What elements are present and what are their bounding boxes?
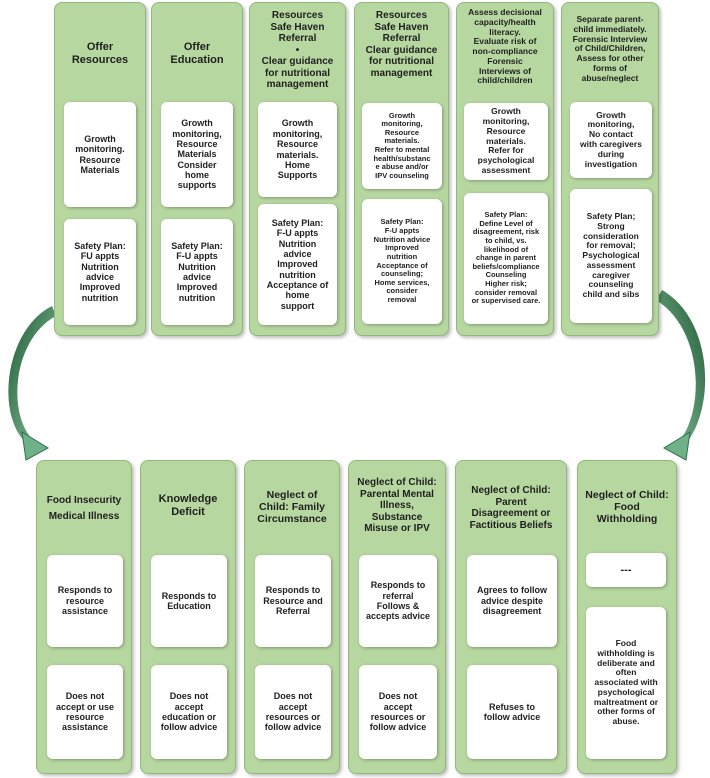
bottom-box: Refuses to follow advice <box>467 665 557 759</box>
top-box-text: Responds to Resource and Referral <box>263 585 323 617</box>
safety-plan-box: Safety Plan: Define Level of disagreemen… <box>464 193 548 324</box>
bottom-column-food-withholding: Neglect of Child: Food Withholding --- F… <box>577 460 677 774</box>
bottom-box: Does not accept resources or follow advi… <box>359 665 437 759</box>
safety-plan-box: Safety Plan: FU appts Nutrition advice I… <box>64 219 136 325</box>
bottom-column-parental-mental-illness: Neglect of Child: Parental Mental Illnes… <box>348 460 446 774</box>
bottom-box: Does not accept resources or follow advi… <box>255 665 331 759</box>
top-column-offer-resources: Offer Resources Growth monitoring. Resou… <box>54 2 146 336</box>
column-title: Offer Resources <box>71 41 129 66</box>
top-box-text: Responds to Education <box>161 590 217 611</box>
column-title: Food Insecurity Medical Illness <box>46 495 122 522</box>
bottom-box: Food withholding is deliberate and often… <box>586 607 666 759</box>
top-box: Responds to Resource and Referral <box>255 555 331 647</box>
top-box-text: Growth monitoring, Resource Materials Co… <box>172 118 222 191</box>
column-title: Neglect of Child: Food Withholding <box>585 489 669 526</box>
safety-plan-text: Safety Plan: F-U appts Nutrition advice … <box>266 217 329 311</box>
bottom-box-text: Food withholding is deliberate and often… <box>593 638 659 727</box>
column-title: Offer Education <box>170 41 224 66</box>
top-box: Agrees to follow advice despite disagree… <box>467 555 557 647</box>
bottom-column-food-insecurity: Food Insecurity Medical Illness Responds… <box>36 460 132 774</box>
bottom-box-text: Refuses to follow advice <box>483 701 541 722</box>
column-title: Assess decisional capacity/health litera… <box>468 7 542 86</box>
bottom-box-text: Does not accept resources or follow advi… <box>264 691 322 733</box>
column-title: Neglect of Child: Family Circumstance <box>257 489 327 526</box>
top-box-text: Growth monitoring, Resource materials. H… <box>272 118 323 181</box>
top-column-assess-capacity: Assess decisional capacity/health litera… <box>456 2 554 336</box>
top-box-text: Responds to referral Follows & accepts a… <box>365 580 431 622</box>
top-column-separate-parent: Separate parent- child immediately. Fore… <box>561 2 659 336</box>
top-box: Growth monitoring, Resource Materials Co… <box>161 102 233 207</box>
top-box-text: Growth monitoring. Resource Materials <box>75 133 125 175</box>
top-box: Responds to referral Follows & accepts a… <box>359 555 437 647</box>
top-box-text: Agrees to follow advice despite disagree… <box>476 585 547 617</box>
top-box-text: Growth monitoring, Resource materials. R… <box>373 110 431 180</box>
top-box-text: Growth monitoring, No contact with careg… <box>580 109 642 169</box>
safety-plan-box: Safety Plan: F-U appts Nutrition advice … <box>362 199 442 324</box>
safety-plan-text: Safety Plan: FU appts Nutrition advice I… <box>74 240 126 303</box>
column-title: Neglect of Child: Parental Mental Illnes… <box>357 477 437 534</box>
bottom-box-text: Does not accept resources or follow advi… <box>369 691 427 733</box>
safety-plan-box: Safety Plan; Strong consideration for re… <box>570 189 652 323</box>
top-column-safe-haven-2: Resources Safe Haven Referral Clear guid… <box>354 2 449 336</box>
bottom-box-text: Does not accept education or follow advi… <box>160 691 218 733</box>
top-box: Growth monitoring, Resource materials. H… <box>258 102 337 197</box>
right-curved-arrow <box>656 290 706 461</box>
column-title: Separate parent- child immediately. Fore… <box>572 14 648 83</box>
top-box: Growth monitoring. Resource Materials <box>64 102 136 207</box>
left-curved-arrow <box>8 306 56 461</box>
safety-plan-box: Safety Plan: F-U appts Nutrition advice … <box>258 204 337 325</box>
safety-plan-text: Safety Plan: F-U appts Nutrition advice … <box>373 217 431 304</box>
top-box: Responds to Education <box>151 555 227 647</box>
bottom-column-family-circumstance: Neglect of Child: Family Circumstance Re… <box>244 460 340 774</box>
top-box-text: Growth monitoring, Resource materials. R… <box>477 106 535 175</box>
top-box-text: --- <box>620 563 632 576</box>
top-box: Growth monitoring, Resource materials. R… <box>464 103 548 180</box>
top-box: Responds to resource assistance <box>47 555 123 647</box>
bottom-column-knowledge-deficit: Knowledge Deficit Responds to Education … <box>140 460 236 774</box>
bottom-column-parent-disagreement: Neglect of Child: Parent Disagreement or… <box>455 460 567 774</box>
top-column-offer-education: Offer Education Growth monitoring, Resou… <box>151 2 243 336</box>
safety-plan-text: Safety Plan; Strong consideration for re… <box>582 211 640 300</box>
top-box: Growth monitoring, Resource materials. R… <box>362 103 442 189</box>
column-title: Resources Safe Haven Referral • Clear gu… <box>261 10 334 90</box>
top-box: --- <box>586 553 666 587</box>
safety-plan-box: Safety Plan: F-U appts Nutrition advice … <box>161 219 233 325</box>
top-column-safe-haven-1: Resources Safe Haven Referral • Clear gu… <box>249 2 346 336</box>
bottom-box: Does not accept education or follow advi… <box>151 665 227 759</box>
safety-plan-text: Safety Plan: Define Level of disagreemen… <box>471 210 541 306</box>
safety-plan-text: Safety Plan: F-U appts Nutrition advice … <box>171 240 223 303</box>
column-title: Resources Safe Haven Referral Clear guid… <box>365 10 438 79</box>
column-title: Knowledge Deficit <box>158 493 218 518</box>
bottom-box-text: Does not accept or use resource assistan… <box>55 691 115 733</box>
top-box-text: Responds to resource assistance <box>57 585 113 617</box>
top-box: Growth monitoring, No contact with careg… <box>570 102 652 178</box>
bottom-box: Does not accept or use resource assistan… <box>47 665 123 759</box>
column-title: Neglect of Child: Parent Disagreement or… <box>469 485 553 531</box>
